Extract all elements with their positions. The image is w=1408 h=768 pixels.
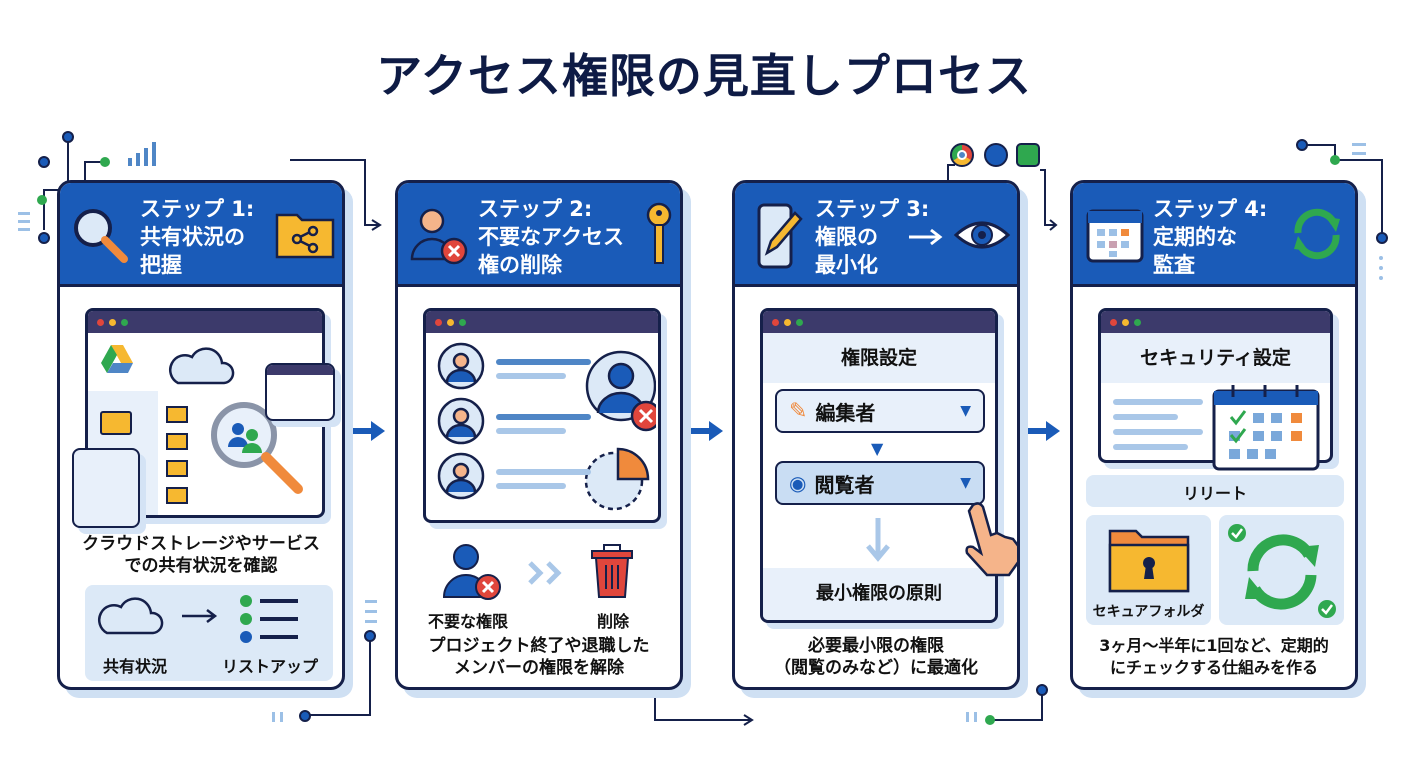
dropdown-caret-icon: ▼ <box>960 475 971 491</box>
step-1-card: ステップ 1: 共有状況の把握 クラウドストレージやサービスでの共有状況を確認 共… <box>57 180 345 690</box>
window-title: セキュリティ設定 <box>1101 333 1330 383</box>
recurring-check-icon <box>1228 524 1336 618</box>
arrow-right-icon <box>182 609 218 623</box>
arrow-step2-to-3 <box>685 421 723 441</box>
shared-folder-icon <box>275 213 335 259</box>
least-privilege-label: 最小権限の原則 <box>763 568 995 620</box>
step-4-card: ステップ 4: 定期的な監査 セキュリティ設定 リリート セキュアフォルダ 3ヶ月… <box>1070 180 1358 690</box>
permission-settings-window: 権限設定 ✎ 編集者 ▼ ▼ ◉ 閲覧者 ▼ 最小権限の原則 <box>760 308 998 623</box>
arrow-right-icon <box>909 228 943 246</box>
step-1-header: ステップ 1: 共有状況の把握 <box>60 183 342 287</box>
list-icon <box>240 595 298 643</box>
step-title: 定期的な <box>1153 225 1237 249</box>
step-label: ステップ 4: <box>1153 197 1268 221</box>
pointing-hand-icon <box>965 502 1017 577</box>
flow-from-label: 共有状況 <box>102 657 167 676</box>
folder-icon <box>166 406 188 423</box>
reminder-label: リリート <box>1182 484 1247 503</box>
drive-icon <box>101 345 133 373</box>
eye-icon: ◉ <box>789 471 807 495</box>
window-title: 権限設定 <box>763 333 995 383</box>
chat-app-icon <box>1016 143 1040 167</box>
step-4-header: ステップ 4: 定期的な監査 <box>1073 183 1355 287</box>
unneeded-permission-label: 不要な権限 <box>427 612 508 631</box>
delete-label: 削除 <box>596 612 629 631</box>
chrome-icon <box>950 143 974 167</box>
secure-folder-icon <box>1108 529 1190 593</box>
phone-edit-icon <box>757 203 803 269</box>
dropdown-caret-icon: ▼ <box>960 403 971 419</box>
audit-calendar-icon <box>1212 385 1320 471</box>
role-select-viewer[interactable]: ◉ 閲覧者 ▼ <box>775 461 985 505</box>
role-select-editor[interactable]: ✎ 編集者 ▼ <box>775 389 985 433</box>
folder-icon <box>100 411 132 435</box>
key-icon <box>646 202 672 264</box>
down-arrow-icon <box>866 518 890 562</box>
step-description: にチェックする仕組みを作る <box>1109 658 1318 677</box>
step-2-header: ステップ 2: 不要なアクセス権の削除 <box>398 183 680 287</box>
step-description: クラウドストレージやサービス <box>82 534 320 554</box>
step-2-card: ステップ 2: 不要なアクセス権の削除 不要な権限 削除 プロジェクト終了や退職し… <box>395 180 683 690</box>
user-search-magnifier-icon <box>211 402 303 494</box>
step-title: 把握 <box>140 253 182 277</box>
folder-icon <box>166 487 188 504</box>
role-label: 閲覧者 <box>814 472 875 497</box>
arrow-step3-to-4 <box>1022 421 1060 441</box>
arrow-step1-to-2 <box>347 421 385 441</box>
step-title: 最小化 <box>815 253 878 277</box>
secure-folder-label: セキュアフォルダ <box>1092 604 1205 620</box>
step-title: 不要なアクセス <box>478 225 624 249</box>
down-caret-icon: ▼ <box>871 439 884 458</box>
step-description: （閲覧のみなど）に最適化 <box>774 658 978 678</box>
calendar-icon <box>1086 209 1144 263</box>
step-3-header: ステップ 3: 権限の最小化 <box>735 183 1017 287</box>
folder-icon <box>166 460 188 477</box>
step-description: での共有状況を確認 <box>124 556 278 576</box>
user-list-popup <box>265 363 335 421</box>
refresh-cycle-icon <box>1294 208 1340 260</box>
trash-icon <box>591 544 633 598</box>
phone-app-icon <box>984 143 1008 167</box>
folder-icon <box>166 433 188 450</box>
step-title: 権の削除 <box>478 253 562 277</box>
step-description: 必要最小限の権限 <box>808 636 944 656</box>
remove-user-icon <box>410 208 468 265</box>
flow-to-label: リストアップ <box>221 657 318 676</box>
member-avatars <box>437 342 656 511</box>
reminder-box <box>1086 475 1344 507</box>
eye-icon <box>953 221 1011 249</box>
role-label: 編集者 <box>815 400 876 425</box>
unneeded-permission-icon <box>442 544 501 600</box>
pencil-icon: ✎ <box>789 398 808 424</box>
step-title: 権限の <box>815 225 878 249</box>
chevrons-icon <box>528 561 562 585</box>
step-description: メンバーの権限を解除 <box>454 658 624 678</box>
user-list-panel <box>72 448 140 528</box>
members-window <box>423 308 661 523</box>
step-label: ステップ 3: <box>815 197 930 221</box>
step-description: プロジェクト終了や退職した <box>428 636 650 656</box>
page-title: アクセス権限の見直しプロセス <box>376 49 1032 103</box>
step-title: 共有状況の <box>140 225 245 249</box>
step-3-card: ステップ 3: 権限の最小化 権限設定 ✎ 編集者 ▼ ▼ ◉ 閲覧者 ▼ 最小権… <box>732 180 1020 690</box>
step-description: 3ヶ月〜半年に1回など、定期的 <box>1099 636 1329 655</box>
step-title: 監査 <box>1153 253 1195 277</box>
magnifier-icon <box>74 209 128 263</box>
cloud-icon <box>97 597 164 635</box>
step-label: ステップ 1: <box>140 197 255 221</box>
cloud-icon <box>168 347 235 385</box>
step-label: ステップ 2: <box>478 197 593 221</box>
